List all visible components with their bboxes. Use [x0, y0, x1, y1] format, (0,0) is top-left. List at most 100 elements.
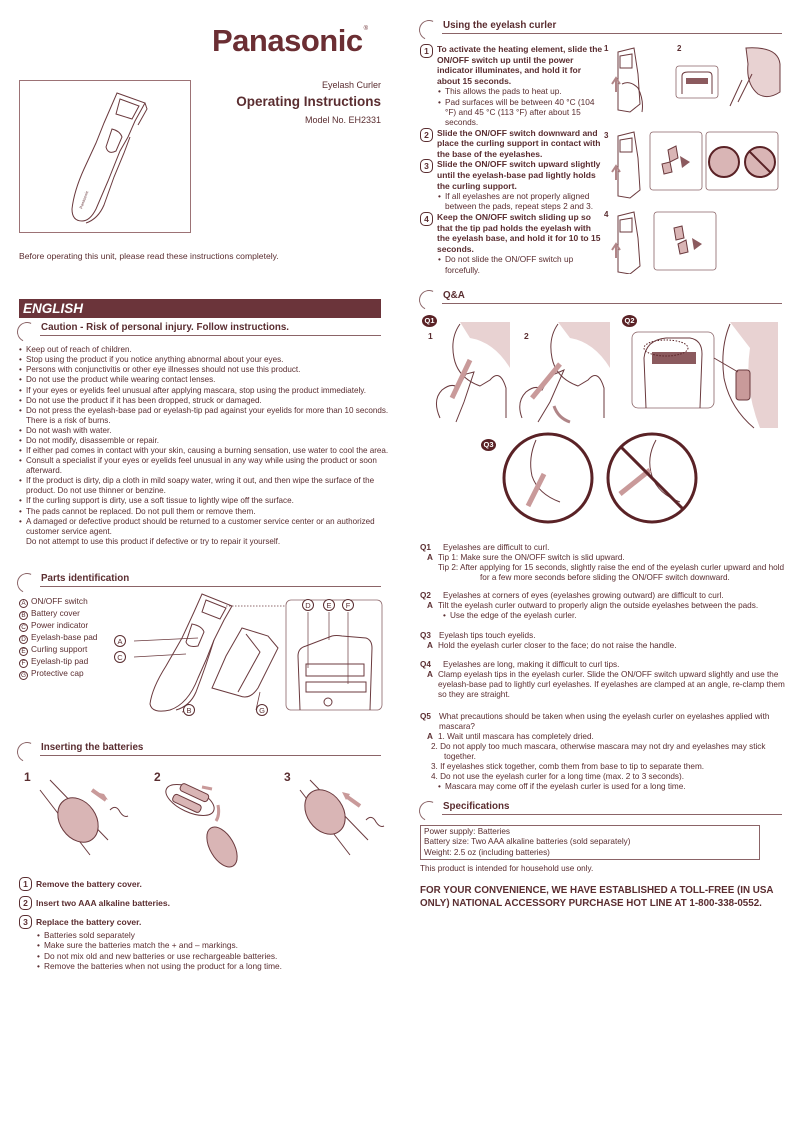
section-circle-icon [14, 570, 40, 596]
step-number-icon: 2 [19, 896, 32, 910]
question-marker: Q4 [420, 660, 431, 669]
letter-c-icon: C [19, 623, 28, 632]
caution-list: Keep out of reach of children. Stop usin… [19, 345, 389, 547]
battery-step: 3 Replace the battery cover. [19, 915, 389, 929]
battery-note: Remove the batteries when not using the … [37, 961, 389, 971]
specs-title: Specifications [442, 801, 782, 815]
battery-steps: 1 Remove the battery cover. 2 Insert two… [19, 877, 389, 972]
caution-item: The pads cannot be replaced. Do not pull… [19, 507, 389, 517]
q2-badge: Q2 [622, 315, 637, 327]
using-steps: 1 To activate the heating element, slide… [420, 44, 605, 276]
using-figure-2-label: 2 [677, 44, 682, 53]
section-circle-icon [14, 739, 40, 765]
caution-item: Do not use the product if it has been dr… [19, 396, 389, 406]
caution-item: Keep out of reach of children. [19, 345, 389, 355]
step-number-icon: 2 [420, 127, 433, 142]
spec-row: Power supply: Batteries [424, 827, 511, 836]
product-name: Eyelash Curler [321, 80, 381, 90]
caution-final-note: Do not attempt to use this product if de… [26, 536, 281, 546]
answer-marker: A [427, 553, 433, 562]
using-figure-4-label: 4 [604, 210, 609, 219]
callout-e: E [323, 599, 335, 611]
using-step: 4 Keep the ON/OFF switch sliding up so t… [420, 212, 605, 254]
product-hero-illustration: Panasonic [19, 80, 191, 233]
caution-item: Do not use the product while wearing con… [19, 375, 389, 385]
qa-section-header: Q&A [416, 287, 782, 313]
battery-note: Batteries sold separately [37, 930, 389, 940]
q1-badge: Q1 [422, 315, 437, 327]
battery-step: 2 Insert two AAA alkaline batteries. [19, 896, 389, 910]
question-marker: Q1 [420, 543, 431, 552]
step-number-icon: 3 [19, 915, 32, 929]
caution-section-header: Caution - Risk of personal injury. Follo… [14, 319, 381, 345]
callout-f: F [342, 599, 354, 611]
brand-logo: Panasonic® [212, 22, 368, 60]
letter-a-icon: A [19, 599, 28, 608]
using-step: 3 Slide the ON/OFF switch upward slightl… [420, 159, 605, 191]
section-circle-icon [416, 17, 442, 43]
q1-figure-2-label: 2 [524, 331, 529, 341]
using-step-notes: Do not slide the ON/OFF switch up forcef… [438, 254, 605, 274]
battery-note: Do not mix old and new batteries or use … [37, 951, 389, 961]
step-number-icon: 3 [420, 159, 433, 174]
caution-item: Persons with conjunctivitis or other eye… [19, 365, 389, 375]
letter-d-icon: D [19, 635, 28, 644]
battery-note: Make sure the batteries match the + and … [37, 940, 389, 950]
letter-f-icon: F [19, 659, 28, 668]
replace-cover-illustration [299, 779, 385, 856]
caution-item: Do not wash with water. [19, 426, 389, 436]
language-banner: ENGLISH [19, 299, 381, 318]
using-step-notes: This allows the pads to heat up. Pad sur… [438, 86, 605, 127]
step-number-icon: 4 [420, 212, 433, 227]
caution-item: If either pad comes in contact with your… [19, 446, 389, 456]
section-circle-icon [14, 319, 40, 345]
callout-d: D [302, 599, 314, 611]
letter-e-icon: E [19, 647, 28, 656]
using-step: 2 Slide the ON/OFF switch downward and p… [420, 127, 605, 160]
using-steps-illustration [611, 47, 781, 274]
eyelash-curler-icon: Panasonic [71, 92, 148, 224]
step-number-icon: 1 [19, 877, 32, 891]
brand-name: Panasonic [212, 23, 363, 58]
qa-title: Q&A [442, 290, 782, 304]
toll-free-notice: FOR YOUR CONVENIENCE, WE HAVE ESTABLISHE… [420, 885, 774, 909]
batteries-title: Inserting the batteries [40, 742, 381, 756]
remove-cover-illustration [39, 779, 129, 856]
qa-illustrations [436, 322, 778, 524]
question-marker: Q5 [420, 712, 431, 721]
specs-section-header: Specifications [416, 798, 782, 824]
curler-parts-illustration [133, 593, 383, 713]
specs-table: Power supply: Batteries Battery size: Tw… [420, 825, 760, 860]
battery-figure-2-label: 2 [154, 770, 161, 784]
battery-notes: Batteries sold separately Make sure the … [37, 930, 389, 971]
spec-row: Battery size: Two AAA alkaline batteries… [424, 837, 631, 847]
caution-title: Caution - Risk of personal injury. Follo… [40, 322, 381, 336]
battery-figure-3-label: 3 [284, 770, 291, 784]
callout-c: C [114, 651, 126, 663]
caution-item: Consult a specialist if your eyes or eye… [19, 456, 389, 476]
using-figure-1-label: 1 [604, 44, 609, 53]
battery-step: 1 Remove the battery cover. [19, 877, 389, 891]
caution-item: If the curling support is dirty, use a s… [19, 496, 389, 506]
caution-item: Do not press the eyelash-base pad or eye… [19, 406, 389, 426]
question-marker: Q3 [420, 631, 431, 640]
callout-b: B [183, 704, 195, 716]
step-number-icon: 1 [420, 44, 433, 58]
document-title: Operating Instructions [236, 93, 381, 109]
title-block: Eyelash Curler Operating Instructions Mo… [236, 80, 381, 126]
registered-mark: ® [363, 26, 368, 32]
caution-item: If your eyes or eyelids feel unusual aft… [19, 386, 389, 396]
answer-marker: A [427, 732, 433, 741]
section-circle-icon [416, 287, 442, 313]
using-step-notes: If all eyelashes are not properly aligne… [438, 191, 605, 211]
